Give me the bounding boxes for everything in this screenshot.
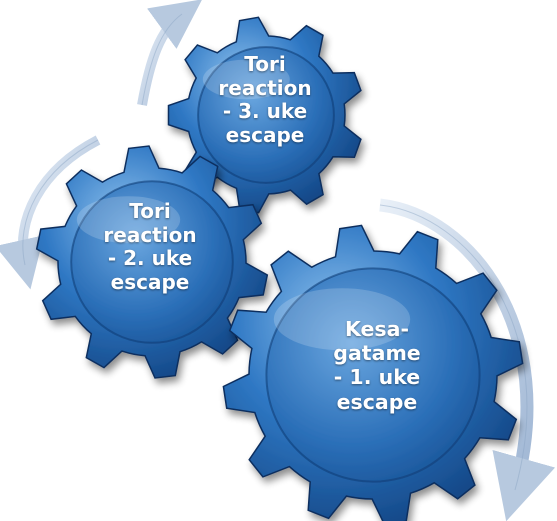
arrow-top-curved-arrow-icon	[137, 0, 203, 106]
arrow-right-curved-arrow-icon	[379, 198, 556, 521]
gear-1-line-3: - 1. uke	[333, 365, 421, 390]
gear-1	[222, 224, 524, 521]
gear-2-line-2: reaction	[103, 222, 197, 247]
gear-1-line-1: Kesa-	[345, 317, 409, 341]
gear-2-line-1: Tori	[129, 199, 171, 223]
arrow-left-edge	[22, 139, 99, 266]
gear-2-line-4: escape	[110, 269, 190, 294]
gear-3-line-3: - 3. uke	[222, 99, 308, 124]
gear-2-highlight	[76, 196, 181, 244]
arrow-top-edge	[141, 13, 183, 106]
arrow-left-curved-arrow-icon	[0, 135, 101, 290]
gear-1-line-4: escape	[336, 389, 418, 414]
gear-2	[35, 145, 269, 379]
gear-3-line-2: reaction	[218, 75, 312, 100]
gear-2-label: Tori reaction - 2. uke escape	[85, 199, 215, 294]
gear-1-line-2: gatame	[333, 341, 421, 366]
gear-1-highlight	[273, 288, 411, 351]
gear-3-label: Tori reaction - 3. uke escape	[205, 52, 325, 147]
gear-1-label: Kesa- gatame - 1. uke escape	[307, 317, 447, 414]
gear-3-line-4: escape	[225, 122, 305, 147]
gear-2-line-3: - 2. uke	[107, 246, 193, 271]
gear-3	[167, 16, 362, 214]
arrow-right-edge	[379, 204, 528, 491]
gears-layer	[35, 16, 524, 521]
gear-3-line-1: Tori	[244, 52, 286, 76]
gear-3-highlight	[202, 59, 290, 100]
